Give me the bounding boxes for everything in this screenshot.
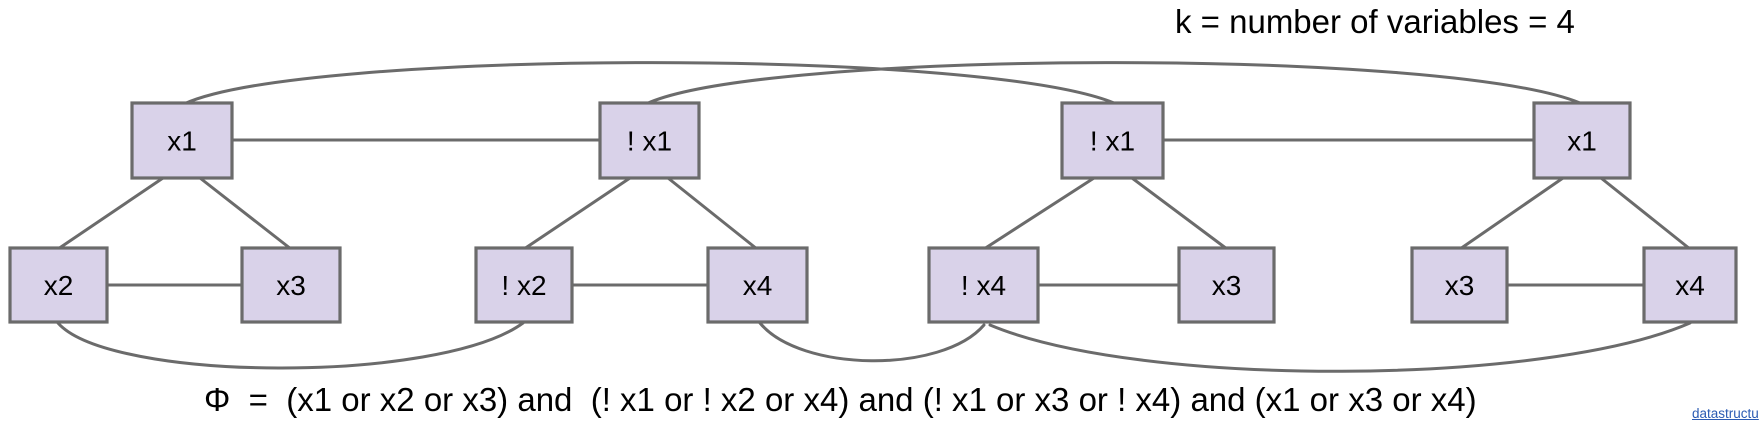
node-c4-x4 bbox=[1642, 246, 1738, 324]
formula-caption: Φ = (x1 or x2 or x3) and (! x1 or ! x2 o… bbox=[204, 381, 1477, 418]
title: k = number of variables = 4 bbox=[1175, 3, 1575, 40]
node-c1-x3 bbox=[240, 246, 342, 324]
node-label-c2-x4: x4 bbox=[743, 270, 773, 301]
arc-c2x4-c3notx4 bbox=[758, 321, 986, 363]
node-c1-x1 bbox=[130, 101, 234, 180]
node-label-c1-x3: x3 bbox=[276, 270, 306, 301]
edge-c4x1-c4x4 bbox=[1599, 176, 1692, 251]
node-label-c2-not-x2: ! x2 bbox=[501, 270, 546, 301]
node-c3-x3 bbox=[1177, 246, 1276, 324]
node-label-c4-x1: x1 bbox=[1567, 126, 1597, 157]
arc-c1x2-c2notx2 bbox=[56, 321, 525, 370]
arc-c3notx4-c4x4 bbox=[988, 321, 1692, 373]
node-label-c3-x3: x3 bbox=[1212, 270, 1242, 301]
node-label-c4-x4: x4 bbox=[1675, 270, 1705, 301]
edge-c1x1-c1x3 bbox=[198, 176, 293, 251]
arc-c1x1-c3notx1 bbox=[182, 61, 1116, 106]
node-label-c1-x2: x2 bbox=[44, 270, 74, 301]
node-c3-not-x4 bbox=[927, 246, 1040, 324]
node-c1-x2 bbox=[8, 246, 109, 324]
node-c2-not-x2 bbox=[474, 246, 574, 324]
edge-c2notx1-c2x4 bbox=[666, 176, 759, 251]
node-label-c2-not-x1: ! x1 bbox=[627, 126, 672, 157]
edge-c2notx1-c2notx2 bbox=[522, 176, 632, 251]
node-c3-not-x1 bbox=[1060, 101, 1165, 180]
node-c4-x3 bbox=[1410, 246, 1509, 324]
edge-c3notx1-c3x3 bbox=[1130, 176, 1229, 251]
arc-c2notx1-c4x1 bbox=[644, 61, 1582, 106]
node-label-c3-not-x1: ! x1 bbox=[1090, 126, 1135, 157]
node-label-c1-x1: x1 bbox=[167, 126, 197, 157]
watermark-link[interactable]: datastructu bbox=[1692, 406, 1759, 421]
edge-c4x1-c4x3 bbox=[1458, 176, 1565, 251]
node-label-c4-x3: x3 bbox=[1445, 270, 1475, 301]
node-label-c3-not-x4: ! x4 bbox=[961, 270, 1006, 301]
edge-c1x1-c1x2 bbox=[56, 176, 165, 251]
edge-c3notx1-c3notx4 bbox=[982, 176, 1096, 251]
node-c2-x4 bbox=[706, 246, 809, 324]
node-c4-x1 bbox=[1532, 101, 1632, 180]
node-c2-not-x1 bbox=[598, 101, 701, 180]
